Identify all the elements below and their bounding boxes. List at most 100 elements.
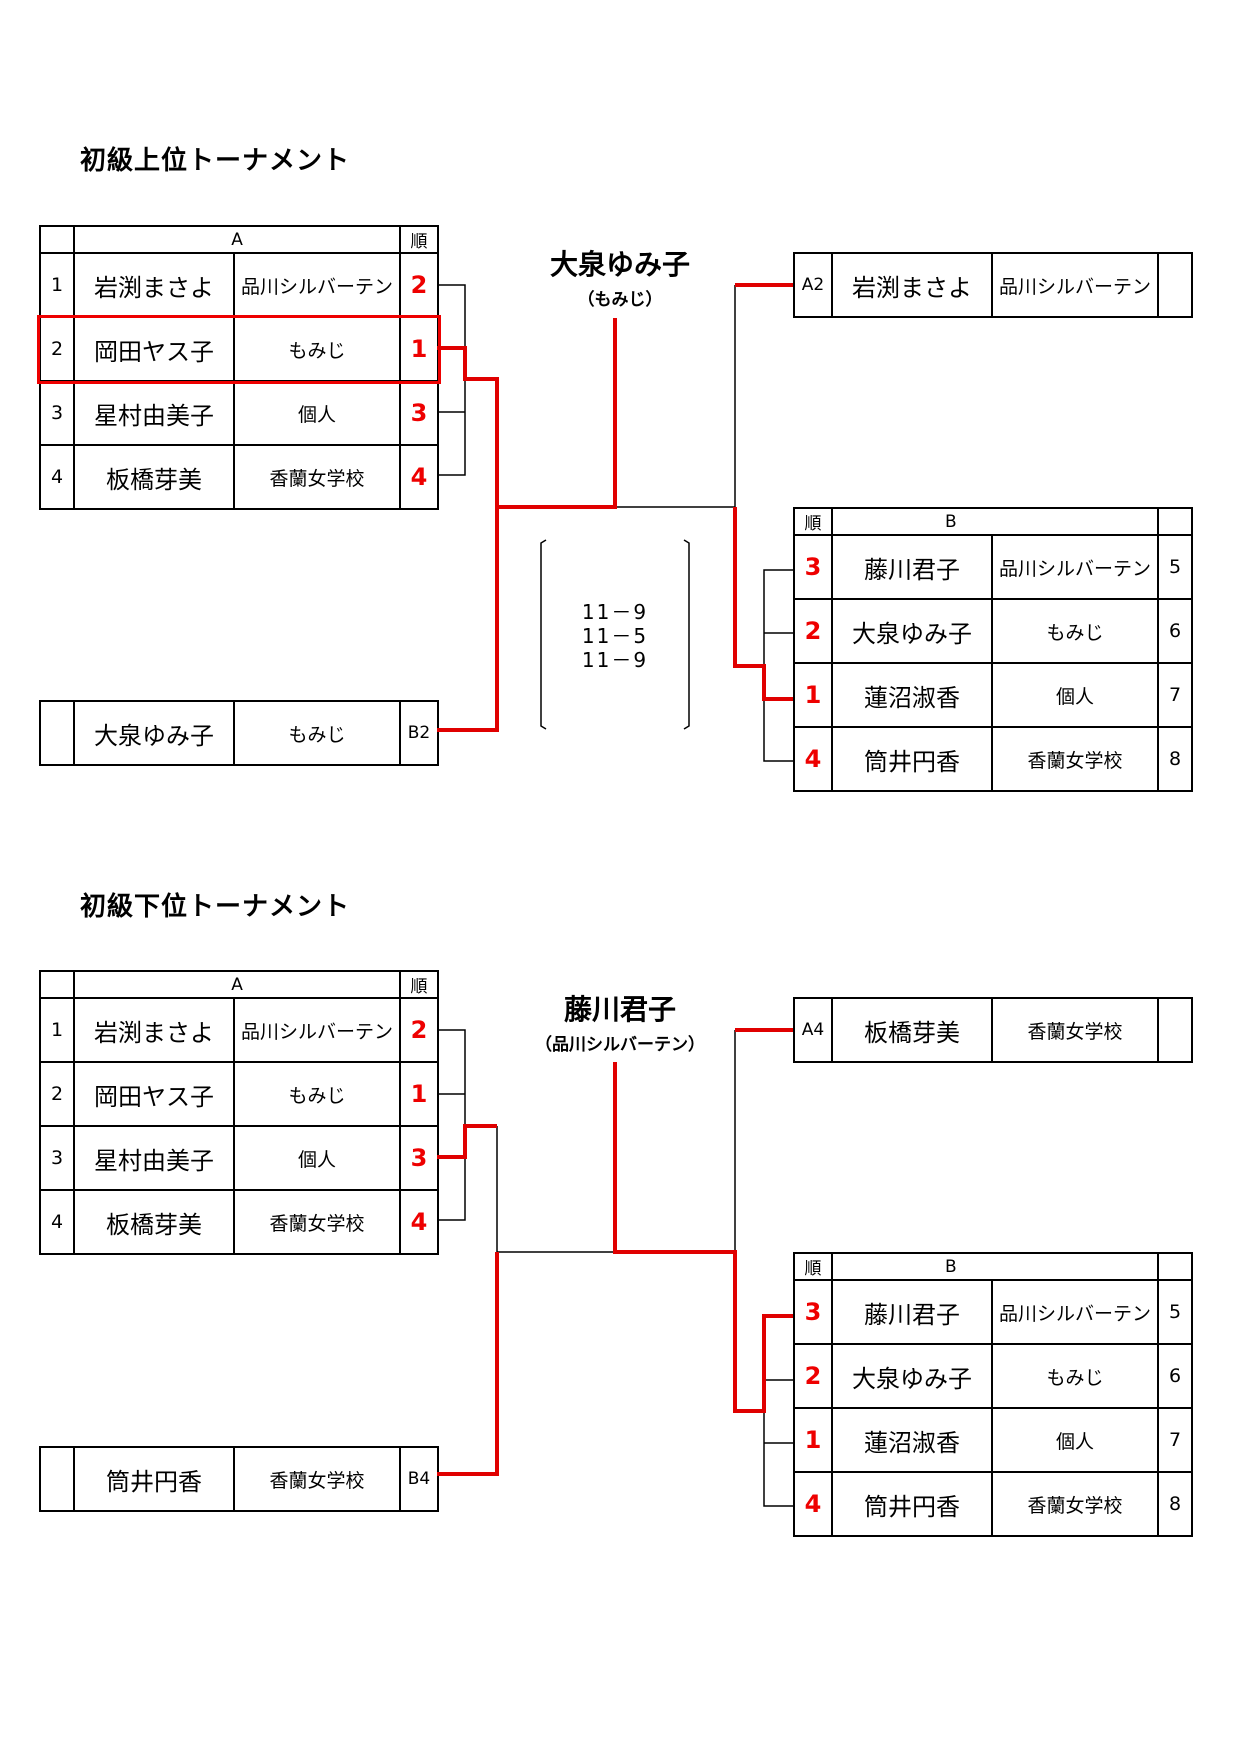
winner-team: （もみじ） [577, 290, 663, 310]
group-a-label: A [72, 225, 402, 254]
player-rank: 1 [793, 662, 833, 728]
player-name: 大泉ゆみ子 [831, 598, 993, 664]
slot-code: B4 [399, 1446, 439, 1512]
player-number: 8 [1157, 726, 1194, 792]
player-team: 個人 [990, 1407, 1160, 1473]
winner-path [613, 1062, 793, 1413]
player-name: 星村由美子 [73, 1125, 235, 1191]
player-number: 3 [39, 1125, 75, 1191]
winner-path [437, 1252, 499, 1476]
player-team: 品川シルバーテン [232, 252, 402, 318]
slot-code: A4 [793, 997, 833, 1063]
player-number: 5 [1157, 534, 1194, 600]
player-name: 大泉ゆみ子 [73, 700, 235, 766]
player-name: 板橋芽美 [831, 997, 993, 1063]
score-line: 11－9 [581, 648, 649, 672]
winner-name: 大泉ゆみ子 [549, 248, 690, 281]
winner-path [733, 507, 793, 701]
player-team: 品川シルバーテン [990, 1279, 1160, 1345]
player-team: もみじ [990, 1343, 1160, 1409]
score-line: 11－5 [581, 624, 649, 648]
player-team: もみじ [233, 700, 401, 766]
player-name: 岩渕まさよ [831, 252, 993, 318]
player-team: 香蘭女学校 [990, 1471, 1160, 1537]
player-name: 岡田ヤス子 [73, 1061, 235, 1127]
player-rank: 3 [793, 534, 833, 600]
winner-path [437, 1124, 497, 1159]
player-team: 香蘭女学校 [990, 726, 1160, 792]
player-rank: 3 [399, 1125, 440, 1191]
player-number: 6 [1157, 598, 1194, 664]
winner-team: （品川シルバーテン） [535, 1035, 705, 1055]
bracket-line [763, 1315, 793, 1507]
player-rank: 3 [793, 1279, 833, 1345]
player-name: 星村由美子 [73, 380, 235, 446]
player-name: 大泉ゆみ子 [831, 1343, 993, 1409]
player-name: 筒井円香 [73, 1446, 235, 1512]
player-name: 岡田ヤス子 [73, 316, 235, 382]
player-rank: 4 [399, 444, 440, 510]
score-bracket [540, 539, 547, 730]
player-number: 5 [1157, 1279, 1194, 1345]
slot-code: B2 [399, 700, 439, 766]
player-number: 2 [39, 1061, 75, 1127]
lower-title: 初級下位トーナメント [80, 892, 351, 922]
player-number: 4 [39, 1189, 75, 1255]
player-team: もみじ [232, 316, 402, 382]
player-team: 香蘭女学校 [991, 997, 1159, 1063]
player-rank: 4 [793, 1471, 833, 1537]
bracket-line [437, 1029, 466, 1221]
player-name: 蓮沼淑香 [831, 662, 993, 728]
player-team: 個人 [990, 662, 1160, 728]
bracket-line [763, 569, 793, 762]
upper-scores: 11－9 11－5 11－9 [560, 600, 670, 672]
player-name: 藤川君子 [831, 534, 993, 600]
player-team: 香蘭女学校 [232, 1189, 402, 1255]
player-number: 4 [39, 444, 75, 510]
group-b-label: B [830, 507, 1160, 536]
player-team: 香蘭女学校 [232, 444, 402, 510]
winner-path [437, 318, 617, 509]
score-bracket [683, 539, 690, 730]
player-name: 筒井円香 [831, 726, 993, 792]
player-number: 1 [39, 252, 75, 318]
player-rank: 4 [399, 1189, 440, 1255]
player-team: 品川シルバーテン [991, 252, 1159, 318]
player-team: 品川シルバーテン [990, 534, 1160, 600]
player-number: 3 [39, 380, 75, 446]
player-team: もみじ [990, 598, 1160, 664]
player-team: 品川シルバーテン [232, 997, 402, 1063]
winner-path [437, 507, 499, 732]
group-a-label: A [72, 970, 402, 999]
player-name: 岩渕まさよ [73, 997, 235, 1063]
bracket-line [437, 284, 466, 476]
player-number: 6 [1157, 1343, 1194, 1409]
player-rank: 2 [793, 1343, 833, 1409]
winner-name: 藤川君子 [563, 993, 676, 1026]
player-rank: 1 [793, 1407, 833, 1473]
rank-header: 順 [793, 507, 833, 536]
player-name: 蓮沼淑香 [831, 1407, 993, 1473]
group-b-label: B [830, 1252, 1160, 1281]
rank-header: 順 [399, 970, 440, 999]
lower-winner: 藤川君子 （品川シルバーテン） [470, 988, 770, 1055]
player-number: 2 [39, 316, 75, 382]
player-number: 7 [1157, 1407, 1194, 1473]
player-name: 板橋芽美 [73, 1189, 235, 1255]
player-name: 岩渕まさよ [73, 252, 235, 318]
rank-header: 順 [793, 1252, 833, 1281]
player-team: 個人 [232, 1125, 402, 1191]
player-rank: 4 [793, 726, 833, 792]
player-team: もみじ [232, 1061, 402, 1127]
player-name: 筒井円香 [831, 1471, 993, 1537]
score-line: 11－9 [581, 600, 649, 624]
player-number: 7 [1157, 662, 1194, 728]
